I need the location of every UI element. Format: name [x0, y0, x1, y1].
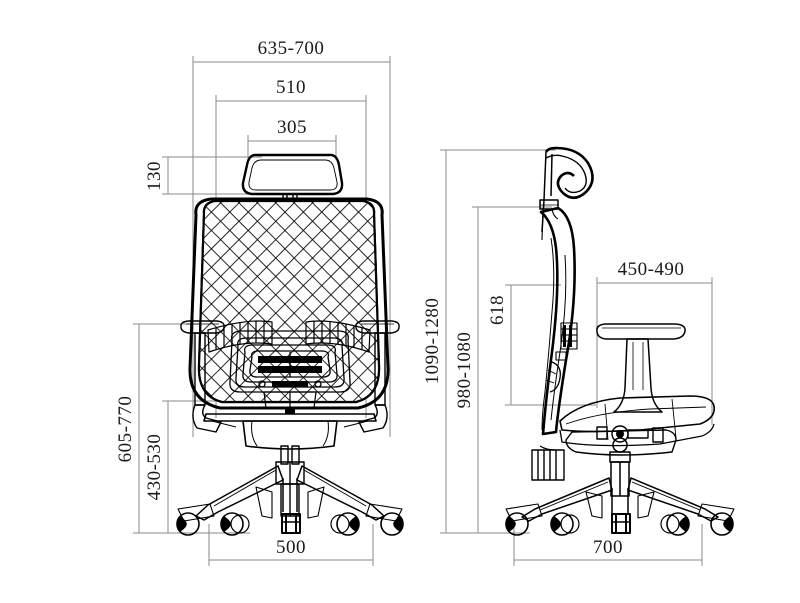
- front-back-lower-plate: [263, 391, 317, 409]
- side-mechanism: [531, 425, 677, 481]
- side-view-chair: [505, 146, 735, 536]
- label-headrest-width: 305: [277, 117, 307, 138]
- label-armrest-height: 605-770: [115, 396, 136, 463]
- side-backrest: [539, 206, 576, 436]
- label-seat-depth: 450-490: [618, 259, 685, 280]
- side-lumbar-support: [545, 322, 578, 393]
- front-headrest: [241, 153, 344, 196]
- label-overall-height: 1090-1280: [422, 298, 443, 385]
- front-base: [177, 465, 403, 522]
- label-backrest-width: 510: [276, 77, 306, 98]
- front-lumbar-support: [229, 330, 351, 393]
- label-back-height: 980-1080: [454, 332, 475, 409]
- front-armrest-left: [180, 320, 237, 433]
- label-overall-width: 635-700: [258, 38, 325, 59]
- front-casters: [176, 512, 404, 536]
- side-gas-cylinder: [609, 437, 631, 497]
- side-backrest-inner-line: [541, 237, 555, 431]
- front-gas-cylinder: [275, 445, 305, 517]
- front-view-chair: [176, 153, 404, 536]
- side-armrest: [596, 323, 686, 413]
- label-seat-height: 430-530: [144, 434, 165, 501]
- label-backrest-height: 618: [487, 295, 508, 325]
- front-armrest-right: [343, 320, 400, 433]
- dimension-labels: 635-700 510 305 130 605-770 430-530 500 …: [115, 38, 684, 558]
- side-headrest: [544, 146, 594, 200]
- label-base-depth: 700: [593, 537, 623, 558]
- side-casters: [505, 512, 734, 536]
- label-headrest-height: 130: [144, 161, 165, 191]
- front-backrest-frame: [188, 197, 390, 410]
- front-headrest-inner: [248, 159, 338, 191]
- label-base-width: 500: [276, 537, 306, 558]
- front-seat: [203, 409, 377, 450]
